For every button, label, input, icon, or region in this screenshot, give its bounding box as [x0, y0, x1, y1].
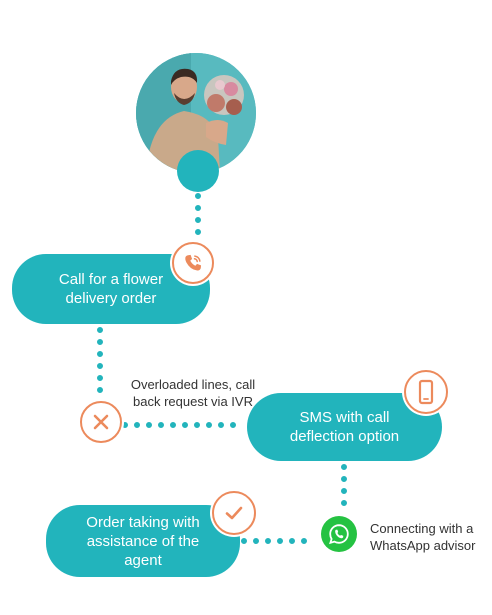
whatsapp-badge — [321, 516, 357, 552]
whatsapp-icon — [329, 524, 349, 545]
step-sms-pill: SMS with call deflection option — [247, 393, 442, 461]
phone-icon — [185, 254, 202, 271]
check-badge — [212, 491, 256, 535]
overloaded-lines-note: Overloaded lines, call back request via … — [130, 377, 256, 409]
whatsapp-advisor-note: Connecting with a WhatsApp advisor — [370, 521, 476, 553]
mobile-phone-icon — [418, 379, 434, 405]
rejected-badge — [80, 401, 122, 443]
close-x-icon — [93, 414, 109, 430]
mobile-badge — [404, 370, 448, 414]
step-order-pill: Order taking with assistance of the agen… — [46, 505, 240, 577]
avatar-connector-dot — [177, 150, 219, 192]
checkmark-icon — [225, 506, 243, 520]
phone-badge — [172, 242, 214, 284]
step-call-pill: Call for a flower delivery order — [12, 254, 210, 324]
